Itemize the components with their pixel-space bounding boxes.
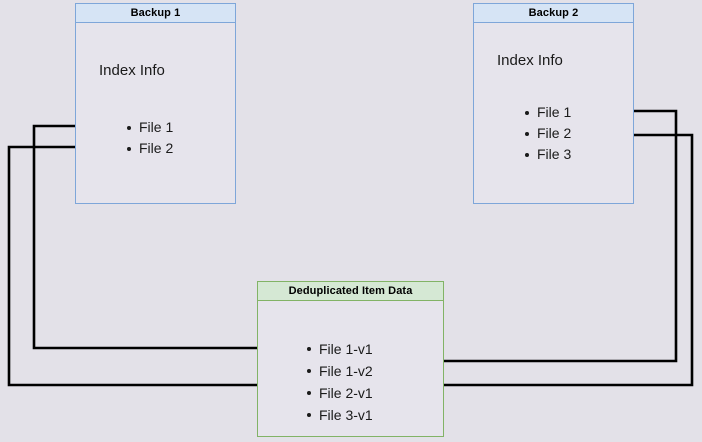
list-item: File 1-v1 xyxy=(306,338,373,360)
backup-2-title: Backup 2 xyxy=(474,4,633,23)
deduplicated-file-list: File 1-v1 File 1-v2 File 2-v1 File 3-v1 xyxy=(306,338,373,426)
backup-2-file-list: File 1 File 2 File 3 xyxy=(524,102,571,165)
list-item: File 1 xyxy=(524,102,571,123)
backup-2-box: Backup 2 Index Info File 1 File 2 File 3 xyxy=(473,3,634,204)
backup-1-box: Backup 1 Index Info File 1 File 2 xyxy=(75,3,236,204)
deduplicated-item-data-title: Deduplicated Item Data xyxy=(258,282,443,301)
list-item: File 2-v1 xyxy=(306,382,373,404)
backup-1-title: Backup 1 xyxy=(76,4,235,23)
backup-1-file-list: File 1 File 2 xyxy=(126,117,173,159)
backup-2-index-info-label: Index Info xyxy=(497,52,563,69)
list-item: File 1 xyxy=(126,117,173,138)
list-item: File 2 xyxy=(524,123,571,144)
list-item: File 1-v2 xyxy=(306,360,373,382)
deduplicated-item-data-box: Deduplicated Item Data File 1-v1 File 1-… xyxy=(257,281,444,437)
backup-1-index-info-label: Index Info xyxy=(99,62,165,79)
list-item: File 3 xyxy=(524,144,571,165)
list-item: File 3-v1 xyxy=(306,404,373,426)
list-item: File 2 xyxy=(126,138,173,159)
